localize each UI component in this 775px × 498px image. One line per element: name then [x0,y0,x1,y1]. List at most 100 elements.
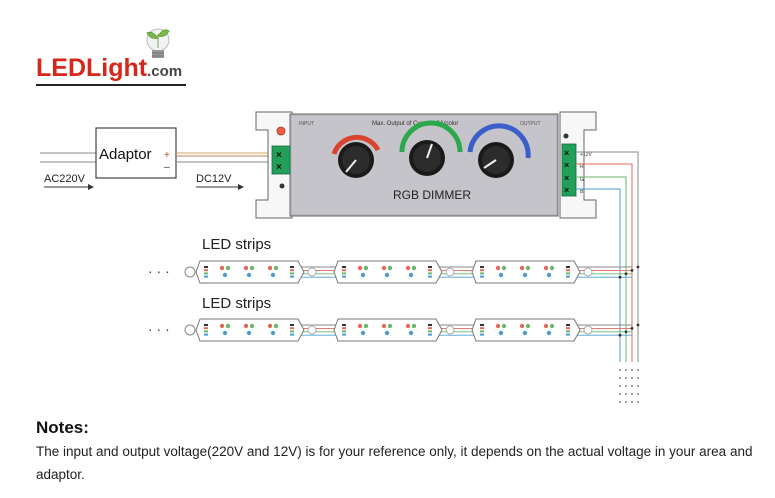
blue-knob-icon [467,123,531,178]
contact-pad [290,324,294,326]
led-strip-segment [195,318,317,342]
strip-ellipsis: · · · [148,263,170,279]
continuation-dot [625,369,627,371]
rgb-dimmer: INPUT Max. Output of Current: 3A/color O… [255,111,597,219]
continuation-dot [625,401,627,403]
junction-dot [636,265,640,269]
notes-body: The input and output voltage(220V and 12… [36,444,753,482]
contact-pad [342,327,346,330]
red-knob-icon [331,134,381,178]
adaptor-plus: + [164,150,170,161]
dimmer-name: RGB DIMMER [393,188,471,202]
rgb-led-icon [381,323,393,336]
connector-icon [445,325,455,335]
contact-pad [290,330,294,333]
rgb-led-icon [405,323,417,336]
contact-pad [566,333,570,336]
rgb-led-icon [219,265,231,278]
logo-text: LEDLight.com [36,54,182,82]
input-voltage-label: AC220V [44,173,86,185]
contact-pad [290,266,294,268]
continuation-dot [631,377,633,379]
contact-pad [480,333,484,336]
continuation-dot [625,377,627,379]
contact-pad [342,275,346,278]
contact-pad [290,269,294,272]
mount-hole [279,183,285,189]
contact-pad [566,327,570,330]
contact-pad [204,327,208,330]
contact-pad [204,275,208,278]
screw-icon: × [564,173,569,183]
rgb-led-icon [357,323,369,336]
rgb-led-icon [243,265,255,278]
led-strip-row [184,260,640,284]
adaptor-label: Adaptor [99,146,152,163]
dimmer-input-label: INPUT [299,121,314,127]
strip-end-icon [184,266,196,278]
terminal-label-r: R [580,164,584,170]
terminal-label-12v: +12V [580,152,592,158]
rgb-led-icon [219,323,231,336]
connector-icon [583,325,593,335]
contact-pad [204,333,208,336]
continuation-dot [631,401,633,403]
contact-pad [566,330,570,333]
ac-input-wires [40,152,96,163]
rgb-led-icon [405,265,417,278]
junction-dot [630,269,634,272]
continuation-dot [631,369,633,371]
contact-pad [204,324,208,326]
notes-title: Notes: [36,418,89,437]
wiring-diagram: LEDLight.com AC220V Adaptor + – DC12V [36,28,640,403]
contact-pad [290,327,294,330]
continuation-dot [619,401,621,403]
connector-icon [583,267,593,277]
screw-icon: × [564,148,569,158]
output-wires [576,151,639,362]
junction-dot [630,327,634,330]
logo-main: LEDLight [36,54,148,82]
contact-pad [342,330,346,333]
strip-label: LED strips [202,236,271,253]
dc-arrow [196,184,244,190]
strip-board [471,318,581,342]
contact-pad [204,269,208,272]
contact-pad [428,275,432,278]
logo: LEDLight.com [36,28,186,86]
contact-pad [428,330,432,333]
rgb-led-icon [543,323,555,336]
continuation-dot [625,385,627,387]
contact-pad [566,324,570,326]
contact-pad [566,266,570,268]
connector-icon [307,267,317,277]
contact-pad [428,327,432,330]
rgb-led-icon [495,265,507,278]
rgb-led-icon [243,323,255,336]
junction-dot [636,323,640,327]
input-terminal-block: × × [271,145,291,175]
contact-pad [204,266,208,268]
continuation-dot [619,385,621,387]
rgb-led-icon [267,323,279,336]
contact-pad [566,272,570,275]
contact-pad [480,269,484,272]
contact-pad [290,272,294,275]
junction-dot [618,333,622,337]
contact-pad [428,266,432,268]
led-strip-segment [471,318,593,342]
terminal-label-b: B [580,189,584,195]
continuation-dot [637,377,639,379]
power-led-icon [276,126,286,136]
contact-pad [480,272,484,275]
junction-dot [624,272,628,276]
contact-pad [204,272,208,275]
continuation-dot [619,369,621,371]
contact-pad [290,275,294,278]
continuation-dots [619,369,639,403]
contact-pad [480,327,484,330]
continuation-dot [625,393,627,395]
continuation-dot [637,385,639,387]
contact-pad [480,275,484,278]
green-knob-icon [399,120,463,176]
